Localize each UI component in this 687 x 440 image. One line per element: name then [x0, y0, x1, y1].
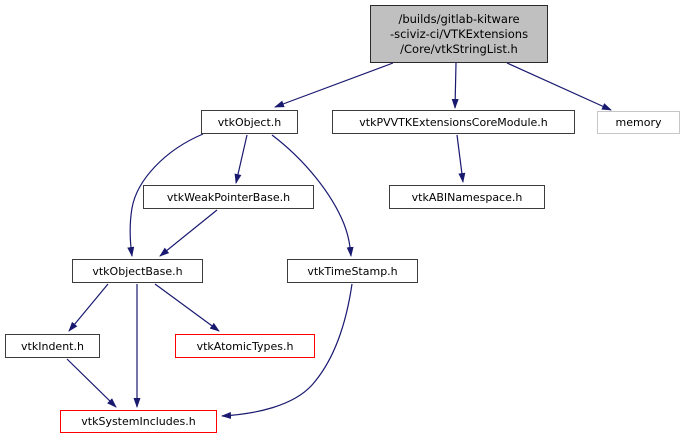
edge-vtkstringlist-to-vtkobject — [274, 62, 394, 108]
graph-node-vtkweakpointerbase[interactable]: vtkWeakPointerBase.h — [143, 185, 314, 209]
edge-vtkobject-to-vtkobjectbase — [127, 133, 204, 257]
edge-vtkobject-to-vtkweakpointerbase — [234, 134, 248, 184]
edge-vtkstringlist-to-memory — [506, 62, 612, 111]
graph-node-vtkobject[interactable]: vtkObject.h — [201, 110, 298, 134]
edge-vtktimestamp-to-vtksystemincludes — [221, 283, 353, 419]
graph-node-vtkatomictypes[interactable]: vtkAtomicTypes.h — [175, 334, 315, 358]
edge-vtkobjectbase-to-vtkindent — [68, 283, 109, 332]
edge-vtkobject-to-vtktimestamp — [271, 134, 354, 257]
graph-node-vtkabinamespace[interactable]: vtkABINamespace.h — [389, 185, 545, 209]
graph-node-vtksystemincludes[interactable]: vtkSystemIncludes.h — [60, 410, 217, 433]
graph-node-vtkobjectbase[interactable]: vtkObjectBase.h — [72, 259, 203, 283]
graph-node-vtkstringlist-root: /builds/gitlab-kitware -sciviz-ci/VTKExt… — [370, 5, 548, 63]
edge-vtkindent-to-vtksystemincludes — [66, 358, 117, 408]
edge-vtkobjectbase-to-vtkatomictypes — [154, 283, 220, 332]
edge-module-to-vtkabinamespace — [456, 134, 466, 183]
graph-node-memory: memory — [597, 111, 680, 134]
edge-vtkweakpointerbase-to-vtkobjectbase — [159, 209, 218, 257]
edge-vtkstringlist-to-module — [451, 62, 459, 109]
graph-node-vtktimestamp[interactable]: vtkTimeStamp.h — [287, 259, 418, 283]
graph-node-vtkpvvtkextensionscoremodule[interactable]: vtkPVVTKExtensionsCoreModule.h — [332, 110, 575, 134]
graph-node-vtkindent[interactable]: vtkIndent.h — [5, 334, 100, 358]
